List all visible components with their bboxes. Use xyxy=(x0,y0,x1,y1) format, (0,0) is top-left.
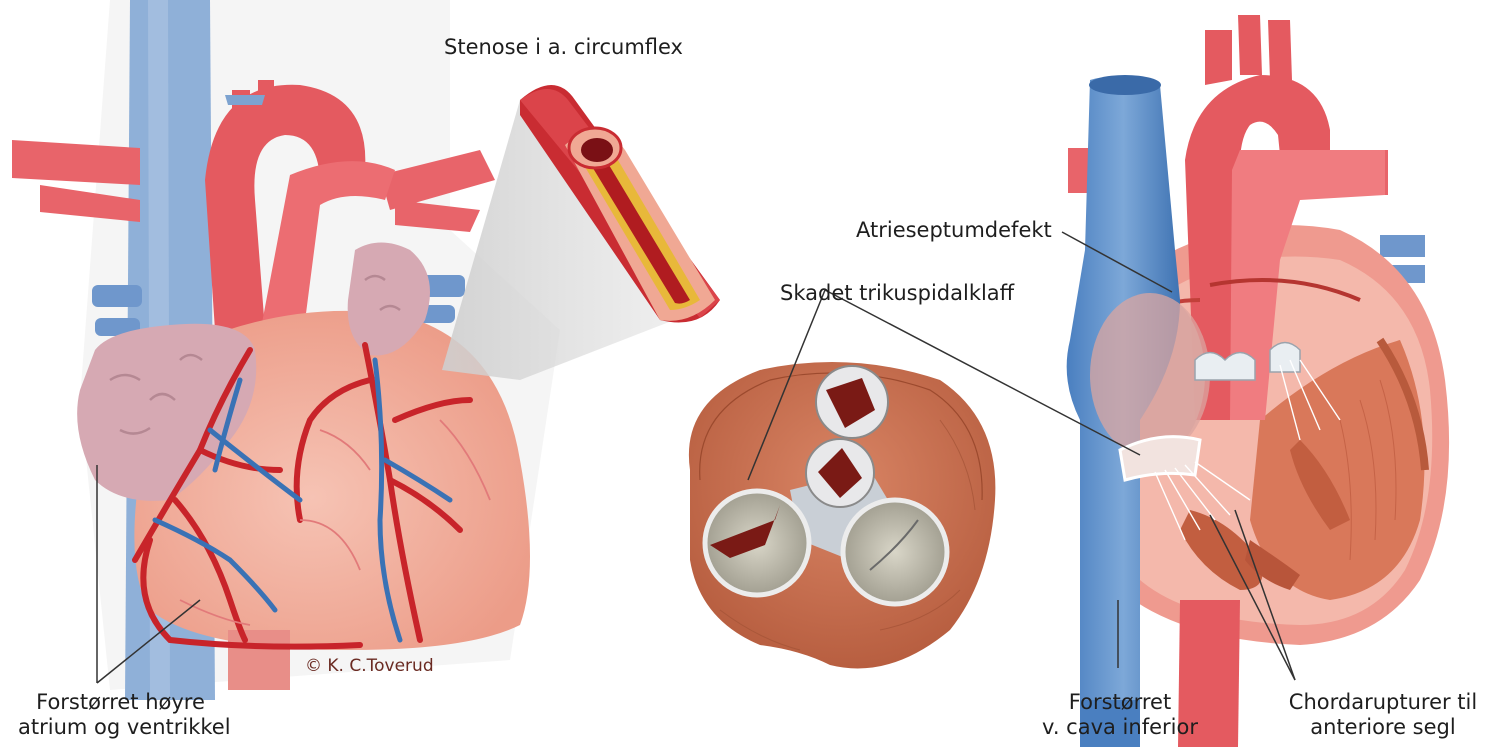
label-chordae-rupture: Chordarupturer til anteriore segl xyxy=(1283,690,1483,740)
label-damaged-tricuspid-valve: Skadet trikuspidalklaff xyxy=(780,281,1015,305)
copyright-notice: © K. C.Toverud xyxy=(305,656,434,676)
leader-tricuspid-ring xyxy=(824,289,1141,456)
aortic-arch xyxy=(205,84,366,330)
label-enlarged-right-heart-line2: atrium og ventrikkel xyxy=(18,715,231,740)
cardiac-veins xyxy=(152,357,453,643)
right-heart-cross-section xyxy=(1066,15,1450,747)
right-pulmonary-artery xyxy=(12,140,140,185)
ascending-aorta xyxy=(1185,75,1330,420)
label-chordae-rupture-line1: Chordarupturer til xyxy=(1288,690,1478,714)
left-atrial-appendage xyxy=(347,242,430,356)
left-ventricle-muscle xyxy=(1250,340,1425,600)
left-pulmonary-vein-upper xyxy=(420,275,465,297)
zoom-wedge xyxy=(442,100,700,380)
narrowed-lumen xyxy=(585,151,690,304)
label-enlarged-ivc-line1: Forstørret xyxy=(1068,690,1172,714)
descending-aorta xyxy=(1178,600,1240,747)
label-atrial-septal-defect: Atrieseptumdefekt xyxy=(856,218,1052,242)
right-pulmonary-vein xyxy=(40,185,140,222)
mitral-valve xyxy=(840,497,950,607)
leader-chordae-1 xyxy=(1209,514,1296,681)
papillary-muscle xyxy=(1180,510,1263,590)
tricuspid-valve-ring xyxy=(1118,435,1202,482)
pulmonary-trunk xyxy=(255,161,395,360)
label-stenosis-circumflex: Stenose i a. circumflex xyxy=(444,35,683,59)
valve-cross-section xyxy=(688,362,996,669)
label-enlarged-right-heart: Forstørret høyre atrium og ventrikkel xyxy=(18,690,231,740)
chordae-tendineae xyxy=(1154,359,1341,541)
label-chordae-rupture-line2: anteriore segl xyxy=(1310,715,1456,740)
leader-lines xyxy=(96,231,1296,684)
leader-chordae-2 xyxy=(1234,509,1296,681)
leader-asd xyxy=(1061,231,1173,293)
stenosis-vessel-inset xyxy=(520,85,720,323)
label-enlarged-ivc-line2: v. cava inferior xyxy=(1042,715,1198,740)
leader-tricuspid-valve xyxy=(747,289,826,481)
left-heart-external-view xyxy=(12,0,560,700)
label-enlarged-right-heart-line1: Forstørret høyre xyxy=(36,690,205,714)
leader-enlarged-right-ventricle xyxy=(96,599,201,684)
left-pulmonary-artery xyxy=(380,150,495,210)
coronary-arteries xyxy=(132,342,473,650)
label-enlarged-ivc: Forstørret v. cava inferior xyxy=(1030,690,1210,740)
pulmonary-trunk-front xyxy=(1230,150,1385,420)
aortic-valve-leaflets xyxy=(1194,351,1256,381)
